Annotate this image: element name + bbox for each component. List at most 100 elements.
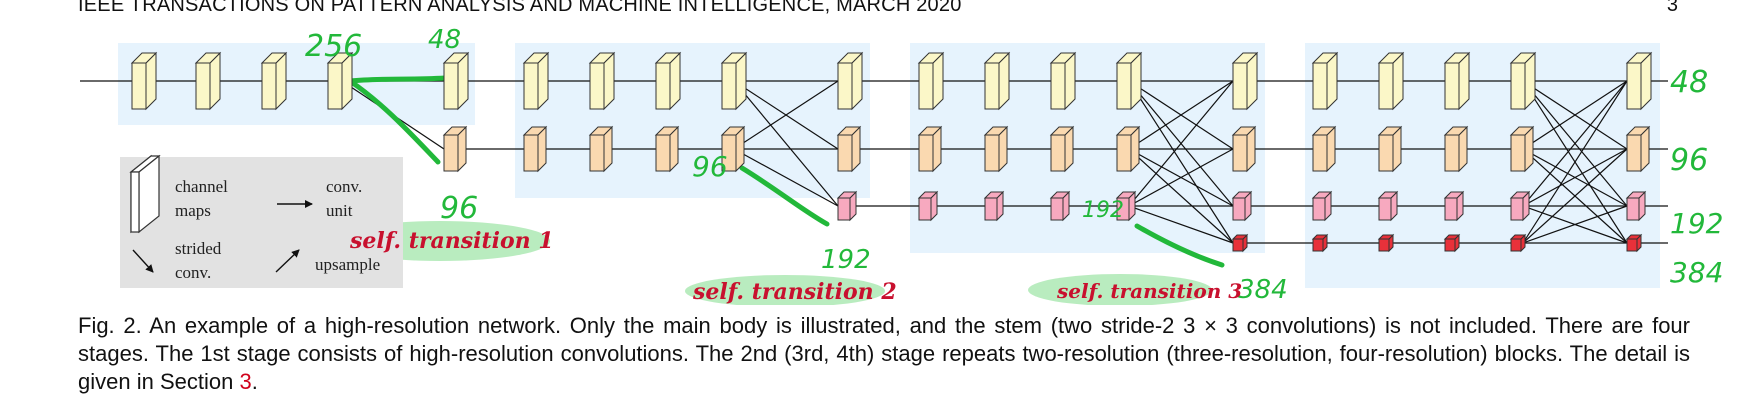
channel-block-row-1-9 <box>720 51 748 111</box>
legend-upsample-label: upsample <box>315 255 380 274</box>
fusion-line <box>1128 80 1234 244</box>
channel-block-row-3-4 <box>1049 190 1071 222</box>
legend-upsample-arrow <box>275 249 300 273</box>
annotation-48-top: 48 <box>428 25 461 55</box>
annotation-right-96: 96 <box>1670 143 1708 178</box>
channel-block-row-2-15 <box>1509 125 1535 173</box>
channel-block-row-2-5 <box>720 125 746 173</box>
fusion-line <box>1522 205 1628 244</box>
legend-background <box>120 157 403 288</box>
hrnet-figure: channel maps conv. unit strided conv. up… <box>80 25 1723 305</box>
fusion-line <box>1128 148 1234 244</box>
caption-end: . <box>251 369 258 394</box>
annotation-192-stage3: 192 <box>1082 198 1124 223</box>
channel-map-blocks <box>130 51 1653 253</box>
channel-block-row-2-14 <box>1443 125 1469 173</box>
highlight-stroke-stage1-b <box>347 78 441 165</box>
annotation-384-stage3: 384 <box>1238 275 1288 305</box>
channel-block-row-4-5 <box>1509 233 1527 253</box>
fusion-line <box>1522 80 1628 207</box>
fusion-line <box>1522 80 1628 244</box>
channel-block-row-4-6 <box>1625 233 1643 253</box>
channel-block-row-2-12 <box>1311 125 1337 173</box>
channel-block-row-1-2 <box>194 51 222 111</box>
channel-block-row-1-14 <box>1115 51 1143 111</box>
legend-strided-label-1: strided <box>175 239 222 258</box>
legend-channel-label-2: maps <box>175 201 211 220</box>
highlight-blob-transition-3 <box>1028 274 1212 305</box>
fusion-line <box>1128 205 1234 244</box>
highlight-blob-transition-2 <box>685 275 885 305</box>
channel-block-row-3-9 <box>1443 190 1465 222</box>
legend-block-icon <box>129 154 161 234</box>
channel-block-row-2-10 <box>1115 125 1141 173</box>
channel-block-row-1-15 <box>1231 51 1259 111</box>
annotation-transition-2: self. transition 2 <box>692 279 897 305</box>
channel-block-row-1-12 <box>983 51 1011 111</box>
fusion-line <box>1128 80 1234 150</box>
figure-caption: Fig. 2. An example of a high-resolution … <box>78 312 1690 396</box>
fusion-line <box>1522 148 1628 244</box>
section-reference-link[interactable]: 3 <box>239 369 252 394</box>
channel-block-row-1-6 <box>522 51 550 111</box>
highlight-stroke-stage3 <box>1134 223 1225 268</box>
channel-block-row-2-11 <box>1231 125 1257 173</box>
channel-block-row-2-4 <box>654 125 680 173</box>
channel-block-row-2-6 <box>836 125 862 173</box>
highlight-stroke-stage2 <box>739 165 830 227</box>
caption-text: Fig. 2. An example of a high-resolution … <box>78 313 1690 394</box>
channel-block-row-1-7 <box>588 51 616 111</box>
highlight-stroke-stage1-a <box>347 75 448 84</box>
page-number: 3 <box>1666 0 1678 16</box>
channel-block-row-1-19 <box>1509 51 1537 111</box>
legend: channel maps conv. unit strided conv. up… <box>120 154 403 288</box>
annotation-192-stage2: 192 <box>821 245 871 275</box>
channel-block-row-2-16 <box>1625 125 1651 173</box>
channel-block-row-1-8 <box>654 51 682 111</box>
channel-block-row-2-7 <box>917 125 943 173</box>
fusion-line <box>733 148 839 207</box>
channel-block-row-4-1 <box>1231 233 1249 253</box>
channel-block-row-3-10 <box>1509 190 1531 222</box>
fusion-line <box>1128 80 1234 207</box>
channel-block-row-4-4 <box>1443 233 1461 253</box>
channel-block-row-2-2 <box>522 125 548 173</box>
channel-block-row-3-1 <box>836 190 858 222</box>
fusion-line <box>1128 148 1234 207</box>
channel-block-row-2-8 <box>983 125 1009 173</box>
channel-block-row-2-13 <box>1377 125 1403 173</box>
channel-block-row-3-5 <box>1115 190 1137 222</box>
fusion-line <box>1522 80 1628 150</box>
channel-block-row-1-11 <box>917 51 945 111</box>
annotation-right-192: 192 <box>1670 207 1723 240</box>
channel-block-row-2-9 <box>1049 125 1075 173</box>
channel-block-row-2-3 <box>588 125 614 173</box>
annotation-transition-3: self. transition 3 <box>1056 279 1242 303</box>
stage-2-background <box>515 43 870 198</box>
stage-1-background <box>118 43 475 125</box>
fusion-line <box>733 80 839 150</box>
channel-block-row-1-16 <box>1311 51 1339 111</box>
channel-block-row-4-2 <box>1311 233 1329 253</box>
channel-block-row-1-13 <box>1049 51 1077 111</box>
channel-block-row-1-17 <box>1377 51 1405 111</box>
running-header: IEEE TRANSACTIONS ON PATTERN ANALYSIS AN… <box>78 0 1678 16</box>
channel-block-row-3-3 <box>983 190 1005 222</box>
connections <box>80 80 1668 244</box>
legend-channel-label-1: channel <box>175 177 228 196</box>
annotation-right-384: 384 <box>1670 256 1723 289</box>
channel-block-row-3-6 <box>1231 190 1253 222</box>
legend-strided-label-2: conv. <box>175 263 211 282</box>
channel-block-row-1-1 <box>130 51 158 111</box>
channel-block-row-3-11 <box>1625 190 1647 222</box>
fusion-lines <box>341 80 1628 244</box>
channel-block-row-1-5 <box>442 51 470 111</box>
fusion-line <box>733 80 839 207</box>
legend-conv-label-1: conv. <box>326 177 362 196</box>
journal-title: IEEE TRANSACTIONS ON PATTERN ANALYSIS AN… <box>78 0 962 16</box>
channel-block-row-1-10 <box>836 51 864 111</box>
channel-block-row-1-3 <box>260 51 288 111</box>
handwritten-annotations: 256 48 96 96 192 192 384 48 96 192 384 s… <box>305 25 1723 305</box>
annotation-256: 256 <box>305 29 362 64</box>
annotation-right-48: 48 <box>1670 65 1708 100</box>
